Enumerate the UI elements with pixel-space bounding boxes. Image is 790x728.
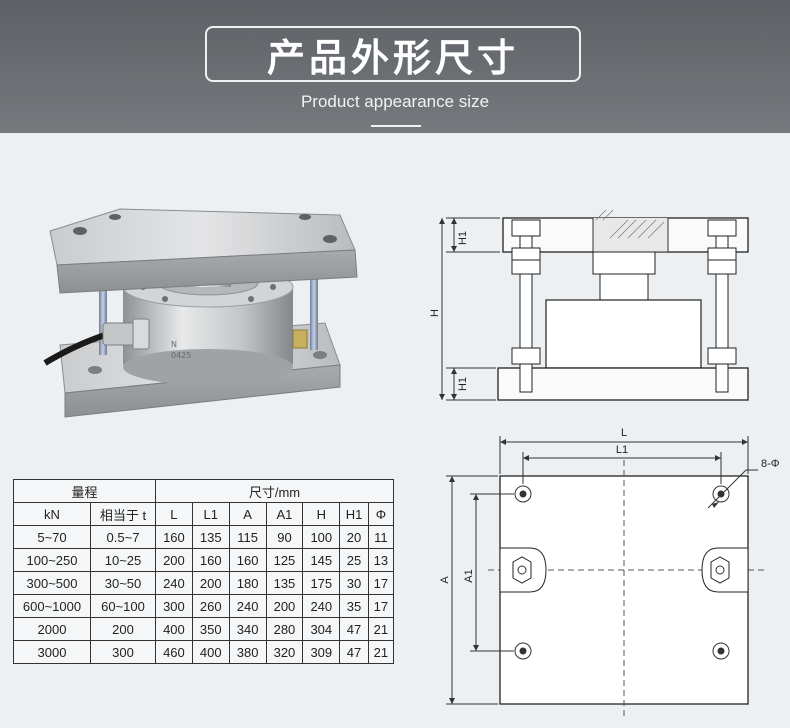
col-header: L (155, 502, 193, 526)
dim-a: A (439, 576, 451, 584)
header-banner: 产品外形尺寸 Product appearance size (0, 0, 790, 133)
dim-l1: L1 (616, 444, 628, 456)
table-cell: 47 (339, 640, 369, 664)
table-cell: 160 (191, 548, 230, 572)
dim-h1-bottom: H1 (457, 377, 469, 391)
col-header: A (228, 502, 267, 526)
table-cell: 10~25 (90, 548, 156, 572)
dim-l: L (621, 427, 627, 439)
table-cell: 160 (155, 525, 193, 549)
table-cell: 260 (191, 594, 230, 618)
group-dims-header: 尺寸/mm (155, 479, 394, 503)
table-cell: 180 (228, 571, 267, 595)
group-range-header: 量程 (13, 479, 156, 503)
table-cell: 350 (191, 617, 230, 641)
table-cell: 20 (339, 525, 369, 549)
product-photo: N 0425 (43, 208, 358, 418)
table-cell: 135 (265, 571, 304, 595)
table-cell: 300 (155, 594, 193, 618)
page-subtitle: Product appearance size (300, 92, 490, 111)
col-header: H1 (339, 502, 369, 526)
table-row: 2000 200 400 350 340 280 304 47 21 (13, 617, 395, 641)
table-cell: 300~500 (13, 571, 91, 595)
engraved-label-line-1: N (171, 340, 177, 349)
table-cell: 0.5~7 (90, 525, 156, 549)
table-cell: 400 (155, 617, 193, 641)
table-cell: 175 (302, 571, 341, 595)
table-cell: 240 (302, 594, 341, 618)
dim-h1-top: H1 (457, 231, 469, 245)
table-cell: 145 (302, 548, 341, 572)
table-cell: 100 (302, 525, 341, 549)
table-cell: 304 (302, 617, 341, 641)
dim-a1: A1 (463, 569, 475, 582)
table-cell: 340 (228, 617, 267, 641)
engraved-label-line-2: 0425 (171, 351, 191, 360)
table-cell: 17 (367, 594, 395, 618)
table-cell: 309 (302, 640, 341, 664)
dim-hole-count: 8-Φ (761, 458, 780, 470)
table-cell: 30 (339, 571, 369, 595)
col-header: 相当于 t (90, 502, 156, 526)
table-cell: 35 (339, 594, 369, 618)
table-cell: 135 (191, 525, 230, 549)
table-cell: 600~1000 (13, 594, 91, 618)
table-cell: 11 (367, 525, 395, 549)
table-row: 300~500 30~50 240 200 180 135 175 30 17 (13, 571, 395, 595)
table-cell: 300 (90, 640, 156, 664)
table-row: 600~1000 60~100 300 260 240 200 240 35 1… (13, 594, 395, 618)
table-cell: 3000 (13, 640, 91, 664)
table-header-row: kN 相当于 t L L1 A A1 H H1 Φ (13, 502, 395, 526)
col-header: Φ (367, 502, 395, 526)
table-cell: 200 (265, 594, 304, 618)
table-row: 3000 300 460 400 380 320 309 47 21 (13, 640, 395, 664)
table-cell: 200 (191, 571, 230, 595)
table-cell: 240 (228, 594, 267, 618)
col-header: H (302, 502, 341, 526)
top-plate-front (56, 249, 358, 294)
side-view-drawing: H1 H H1 (429, 209, 749, 401)
page-title: 产品外形尺寸 (266, 35, 519, 80)
table-cell: 240 (155, 571, 193, 595)
table-cell: 100~250 (13, 548, 91, 572)
table-cell: 200 (90, 617, 156, 641)
dim-h: H (429, 309, 441, 317)
spec-table: 量程 尺寸/mm kN 相当于 t L L1 A A1 H H1 Φ 5~70 … (13, 479, 395, 664)
table-cell: 30~50 (90, 571, 156, 595)
table-cell: 21 (367, 617, 395, 641)
table-cell: 460 (155, 640, 193, 664)
table-row: 5~70 0.5~7 160 135 115 90 100 20 11 (13, 525, 395, 549)
top-plate-top (49, 208, 356, 266)
table-cell: 21 (367, 640, 395, 664)
table-row: 100~250 10~25 200 160 160 125 145 25 13 (13, 548, 395, 572)
table-cell: 400 (191, 640, 230, 664)
table-cell: 320 (265, 640, 304, 664)
title-underline (371, 125, 421, 127)
table-group-row: 量程 尺寸/mm (13, 479, 394, 503)
table-cell: 90 (265, 525, 304, 549)
table-cell: 17 (367, 571, 395, 595)
col-header: kN (13, 502, 91, 526)
table-cell: 125 (265, 548, 304, 572)
col-header: A1 (265, 502, 304, 526)
table-cell: 25 (339, 548, 369, 572)
table-cell: 280 (265, 617, 304, 641)
table-cell: 115 (228, 525, 267, 549)
title-box: 产品外形尺寸 (205, 26, 581, 82)
table-cell: 2000 (13, 617, 91, 641)
table-cell: 380 (228, 640, 267, 664)
col-header: L1 (191, 502, 230, 526)
table-cell: 60~100 (90, 594, 156, 618)
table-cell: 160 (228, 548, 267, 572)
table-cell: 13 (367, 548, 395, 572)
table-cell: 47 (339, 617, 369, 641)
table-cell: 200 (155, 548, 193, 572)
top-view-drawing: L L1 8-Φ A A1 (439, 427, 780, 716)
table-cell: 5~70 (13, 525, 91, 549)
